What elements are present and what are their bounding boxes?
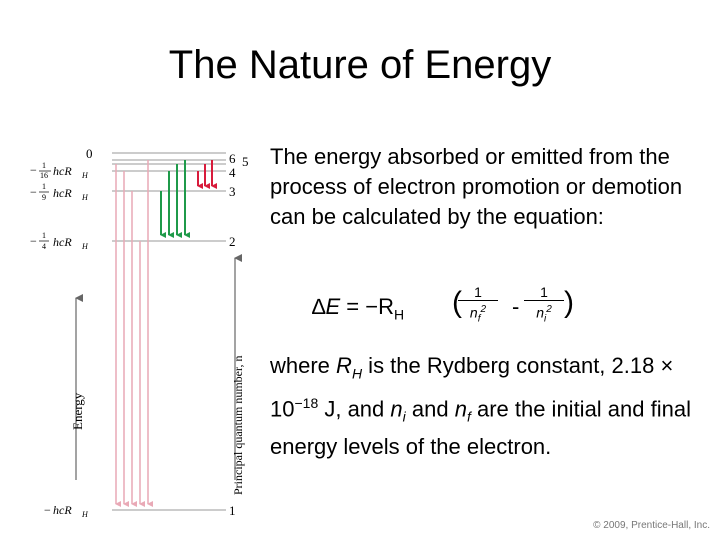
energy-label-sub: H	[81, 193, 89, 202]
energy-label-sixteenth: − 1 16 hcR	[30, 161, 72, 180]
formula-minus: -	[512, 294, 520, 319]
energy-label-zero: 0	[86, 146, 93, 161]
energy-label-ground: − hcR	[44, 503, 72, 517]
intro-paragraph: The energy absorbed or emitted from the …	[270, 144, 683, 229]
n-axis-label: Principal quantum number, n	[231, 356, 245, 496]
n-label: 1	[229, 503, 236, 518]
n-label: 4	[229, 165, 236, 180]
svg-text:1: 1	[42, 182, 46, 191]
n-label: 5	[242, 154, 249, 169]
energy-label-sub: H	[81, 171, 89, 180]
energy-label-ninth: − 1 9 hcR	[30, 182, 72, 202]
svg-text:4: 4	[42, 242, 46, 251]
svg-text:hcR: hcR	[53, 164, 72, 178]
slide-title: The Nature of Energy	[168, 43, 552, 87]
svg-text:1: 1	[42, 161, 46, 170]
n-label: 6	[229, 151, 236, 166]
energy-label-sub: H	[81, 242, 89, 251]
svg-text:−: −	[30, 163, 37, 177]
formula-close-paren: )	[564, 286, 574, 319]
energy-axis-label: Energy	[70, 392, 85, 430]
energy-level-diagram: 6 5 4 3 2 1 Principal quantum number, n …	[30, 146, 249, 519]
energy-label-sub: H	[81, 510, 89, 519]
svg-text:1: 1	[42, 231, 46, 240]
svg-text:hcR: hcR	[53, 235, 72, 249]
svg-text:−: −	[44, 503, 51, 517]
svg-text:−: −	[30, 185, 37, 199]
copyright-notice: © 2009, Prentice-Hall, Inc.	[593, 520, 710, 531]
energy-formula: ∆E = −RH ( 1 nf2 - 1 ni2 )	[312, 284, 602, 328]
svg-text:hcR: hcR	[53, 186, 72, 200]
formula-open-paren: (	[452, 286, 462, 319]
formula-fraction-initial: 1 ni2	[524, 284, 564, 328]
svg-text:hcR: hcR	[53, 503, 72, 517]
formula-lhs: ∆E = −RH	[312, 294, 405, 323]
n-label: 2	[229, 234, 236, 249]
svg-text:−: −	[30, 234, 37, 248]
n-label: 3	[229, 184, 236, 199]
formula-fraction-final: 1 nf2	[458, 284, 498, 328]
svg-text:16: 16	[40, 171, 48, 180]
svg-text:9: 9	[42, 193, 46, 202]
energy-label-quarter: − 1 4 hcR	[30, 231, 72, 251]
rydberg-paragraph: where RH is the Rydberg constant, 2.18 ×…	[270, 353, 691, 460]
